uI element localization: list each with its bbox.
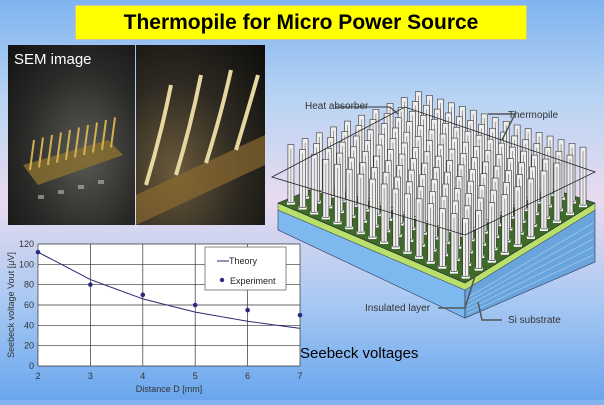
- pillar-pad: [579, 204, 588, 208]
- pillar-pad: [403, 250, 412, 254]
- sem-beam: [65, 129, 71, 161]
- pillar-pad: [391, 245, 400, 249]
- experiment-point: [140, 292, 146, 298]
- pillar-pad: [500, 251, 509, 255]
- experiment-point: [192, 302, 198, 308]
- theory-line: [37, 251, 301, 329]
- pillar-pad: [298, 206, 307, 210]
- pillar-pad: [356, 231, 365, 235]
- sem-beam: [92, 122, 98, 153]
- sem-beam: [101, 119, 107, 151]
- x-tick-label: 6: [245, 371, 250, 381]
- pillar-pad: [487, 259, 496, 263]
- sem-beam: [38, 137, 44, 168]
- pillar-pad: [450, 270, 459, 274]
- pillar-pad: [380, 241, 389, 245]
- x-tick-label: 5: [193, 371, 198, 381]
- y-tick-label: 20: [24, 341, 34, 351]
- legend-theory: Theory: [229, 256, 258, 266]
- si-substrate-label: Si substrate: [508, 315, 561, 326]
- seebeck-caption: Seebeck voltages: [300, 345, 419, 362]
- pillar-pad: [345, 226, 354, 230]
- pillar-pad: [474, 267, 483, 271]
- y-tick-label: 120: [19, 239, 34, 249]
- pillar-pad: [415, 255, 424, 259]
- pillar-pad: [438, 265, 447, 269]
- y-tick-label: 100: [19, 259, 34, 269]
- heat-absorber-label: Heat absorber: [305, 101, 369, 112]
- pillar-pad: [333, 221, 342, 225]
- substrate-stratum: [466, 230, 594, 303]
- substrate-stratum: [466, 238, 594, 307]
- insulated-layer-label: Insulated layer: [365, 303, 431, 314]
- x-tick-label: 2: [35, 371, 40, 381]
- y-tick-label: 60: [24, 300, 34, 310]
- pillar-pad: [513, 243, 522, 247]
- y-tick-label: 0: [29, 361, 34, 371]
- experiment-point: [88, 282, 93, 287]
- y-tick-label: 40: [24, 320, 34, 330]
- sem-photo-closeup: [136, 45, 265, 225]
- legend-experiment: Experiment: [230, 276, 276, 286]
- pillar-pad: [526, 235, 535, 239]
- substrate-stratum: [466, 246, 594, 311]
- substrate-stratum: [466, 254, 594, 315]
- sem-beam: [56, 132, 62, 163]
- y-tick-label: 80: [24, 280, 34, 290]
- experiment-point: [35, 249, 41, 255]
- experiment-point: [297, 312, 303, 318]
- x-tick-label: 3: [88, 371, 93, 381]
- pillar-pad: [368, 236, 377, 240]
- pillar-pad: [552, 220, 561, 224]
- sem-beam: [83, 124, 89, 156]
- slide-title: Thermopile for Micro Power Source: [75, 5, 527, 40]
- pillar-pad: [461, 275, 470, 279]
- x-tick-label: 7: [297, 371, 302, 381]
- pillar-pad: [565, 212, 574, 216]
- sem-beam: [47, 134, 53, 166]
- heat-absorber-plane: [270, 106, 597, 236]
- experiment-point: [245, 307, 250, 313]
- sem-beam: [29, 139, 35, 171]
- pillar-pad: [539, 227, 548, 231]
- thermopile-diagram: Heat absorber Thermopile Insulated layer…: [270, 80, 604, 345]
- sem-beam: [110, 117, 116, 148]
- legend: Theory Experiment: [204, 246, 287, 291]
- pillar-pad: [321, 216, 330, 220]
- sem-photo-overview: [8, 45, 135, 225]
- x-axis-label: Distance D [mm]: [136, 384, 203, 394]
- substrate-stratum: [466, 222, 594, 299]
- sem-image: SEM image: [8, 45, 265, 225]
- y-axis-label: Seebeck voltage Vout [μV]: [6, 252, 16, 358]
- pillar-pad: [426, 260, 435, 264]
- sem-image-label: SEM image: [14, 51, 92, 68]
- pillar-pad: [286, 201, 295, 205]
- sem-beam: [74, 127, 80, 158]
- thermopile-label: Thermopile: [508, 110, 559, 121]
- pillar-pad: [310, 211, 319, 215]
- x-tick-label: 4: [140, 371, 145, 381]
